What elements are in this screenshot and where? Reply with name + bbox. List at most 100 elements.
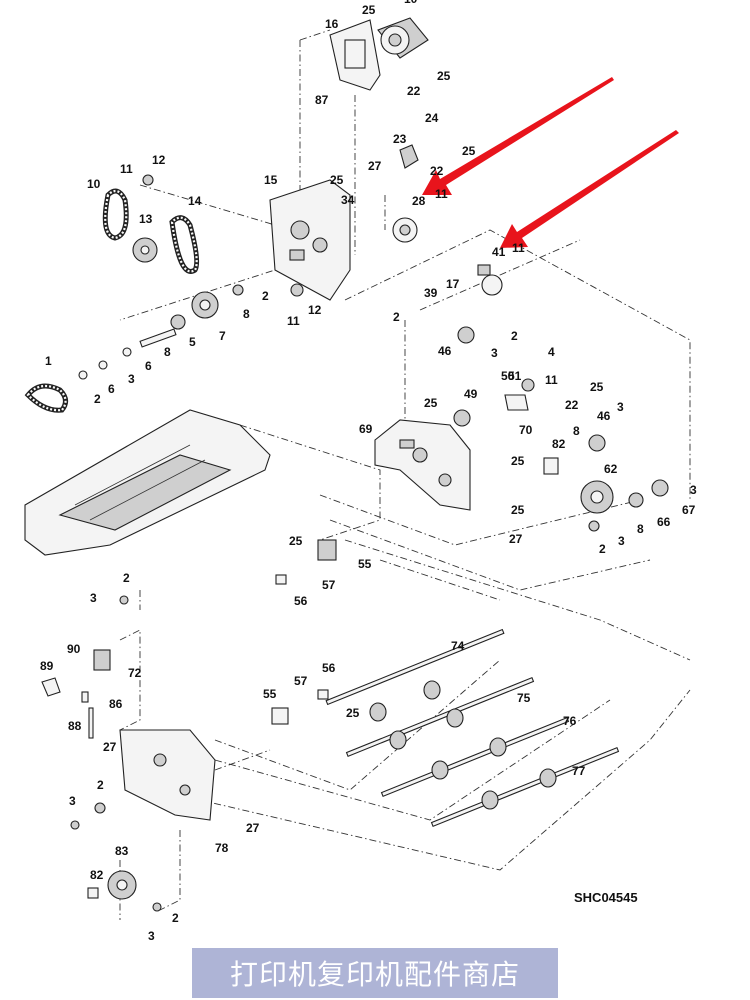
callout-label: 3 [617,400,624,414]
callout-label: 13 [139,212,153,226]
callout-label: 11 [512,241,525,255]
callout-label: 25 [511,503,525,517]
callout-label: 25 [346,706,360,720]
callout-label: 27 [368,159,382,173]
callout-label: 56 [294,594,308,608]
callout-label: 10 [404,0,418,6]
callout-label: 2 [172,911,179,925]
callout-label: 27 [103,740,117,754]
callout-label: 1 [45,354,52,368]
callout-label: 8 [637,522,644,536]
red-arrow-icon [422,77,614,195]
callout-label: 56 [322,661,336,675]
callout-label: 55 [358,557,372,571]
callout-label: 67 [682,503,696,517]
callout-label: 15 [264,173,278,187]
callout-label: 78 [215,841,229,855]
callout-label: 11 [435,187,448,201]
callout-label: 25 [330,173,344,187]
callout-label: 82 [90,868,104,882]
callout-label: 3 [128,372,135,386]
callout-label: 4 [548,345,555,359]
callout-label: 90 [67,642,81,656]
callout-label: 3 [618,534,625,548]
callout-label: 49 [464,387,478,401]
callout-label: 2 [511,329,518,343]
callout-label: 7 [219,329,226,343]
callout-label: 57 [294,674,308,688]
callout-label: 25 [362,3,376,17]
callout-label: 22 [565,398,579,412]
callout-label: 46 [438,344,452,358]
shop-watermark-banner: 打印机复印机配件商店 [192,948,558,998]
callout-label: 3 [90,591,97,605]
drive-belts [24,188,200,413]
callout-label: 2 [94,392,101,406]
callout-label: 22 [407,84,421,98]
callout-labels: 1625108722252423251211272210152534112813… [40,0,697,943]
callout-label: 50 [501,369,515,383]
callout-label: 12 [152,153,166,167]
callout-label: 87 [315,93,329,107]
callout-label: 25 [437,69,451,83]
callout-label: 3 [690,483,697,497]
callout-label: 2 [262,289,269,303]
callout-label: 72 [128,666,142,680]
callout-label: 11 [287,314,300,328]
callout-label: 66 [657,515,671,529]
callout-label: 62 [604,462,618,476]
callout-label: 8 [164,345,171,359]
callout-label: 3 [69,794,76,808]
drawing-code: SHC04545 [574,890,638,905]
callout-label: 76 [563,714,577,728]
callout-label: 8 [243,307,250,321]
callout-label: 23 [393,132,407,146]
callout-label: 57 [322,578,336,592]
callout-label: 83 [115,844,129,858]
feed-rollers [325,628,620,828]
callout-label: 25 [462,144,476,158]
callout-label: 70 [519,423,533,437]
callout-label: 25 [424,396,438,410]
callout-label: 77 [572,764,586,778]
callout-label: 10 [87,177,101,191]
shop-name: 打印机复印机配件商店 [229,958,520,991]
callout-label: 82 [552,437,566,451]
frame-plate-69 [374,419,471,511]
callout-label: 55 [263,687,277,701]
gears-left-cluster [78,174,304,380]
base-frame [24,409,271,556]
callout-label: 6 [108,382,115,396]
callout-label: 69 [359,422,373,436]
callout-label: 39 [424,286,438,300]
callout-label: 14 [188,194,202,208]
callout-label: 2 [393,310,400,324]
callout-label: 11 [545,373,558,387]
callout-label: 25 [590,380,604,394]
callout-label: 2 [599,542,606,556]
callout-label: 75 [517,691,531,705]
callout-label: 46 [597,409,611,423]
callout-label: 86 [109,697,123,711]
red-arrow-icon [500,130,679,248]
lower-left-parts [41,595,216,912]
callout-label: 51 [508,369,522,383]
callout-label: 3 [148,929,155,943]
callout-label: 27 [246,821,260,835]
gears-right-cluster [392,144,669,532]
highlight-arrows [422,77,679,248]
callout-label: 24 [425,111,439,125]
callout-label: 74 [451,639,465,653]
callout-label: 27 [509,532,523,546]
callout-label: 11 [120,162,133,176]
callout-label: 25 [289,534,303,548]
frame-plate-15 [269,179,351,301]
callout-label: 25 [511,454,525,468]
callout-label: 16 [325,17,339,31]
callout-label: 41 [492,245,506,259]
callout-label: 88 [68,719,82,733]
callout-label: 22 [430,164,444,178]
motor-assembly [329,17,429,91]
callout-label: 2 [123,571,130,585]
